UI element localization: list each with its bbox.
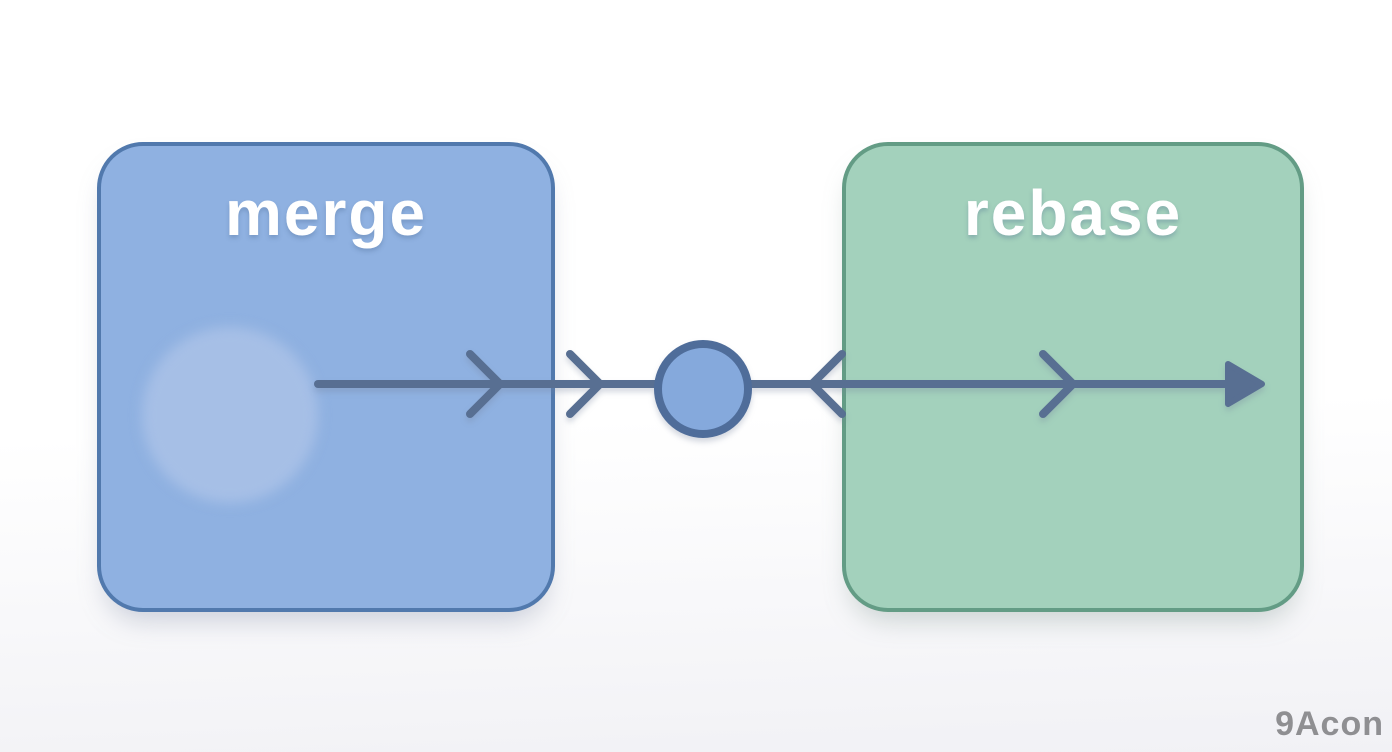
merge-box: merge	[97, 142, 555, 612]
watermark-logo: 9Acon	[1275, 705, 1384, 743]
chevron-right-icon	[566, 350, 604, 418]
chevron-left-icon	[808, 350, 846, 418]
rebase-box: rebase	[842, 142, 1304, 612]
merge-box-label: merge	[224, 177, 428, 249]
merge-box-highlight-circle	[142, 327, 318, 503]
commit-node-circle	[654, 340, 752, 438]
rebase-box-label: rebase	[963, 177, 1183, 249]
